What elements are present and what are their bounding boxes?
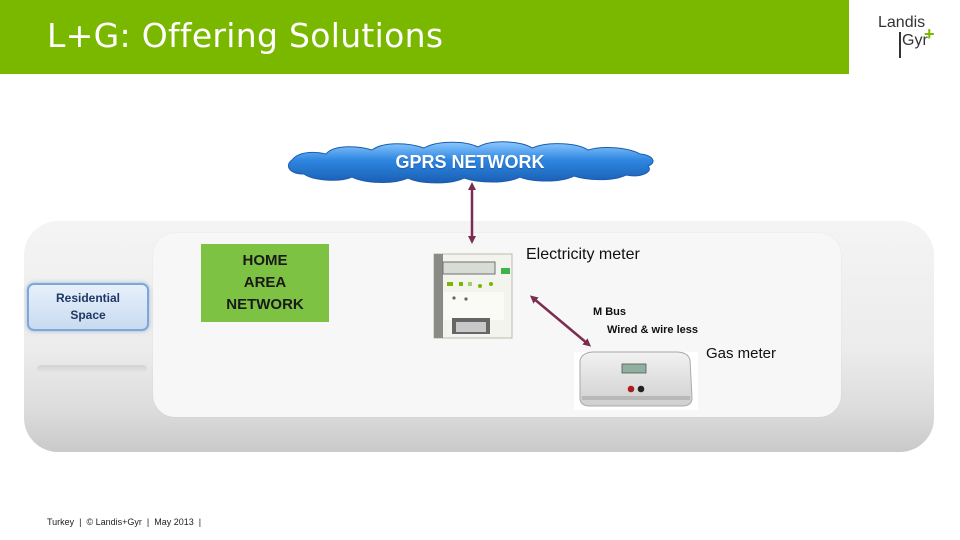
electricity-meter-icon: [433, 253, 513, 339]
gas-meter-icon: [574, 351, 698, 410]
page-title: L+G: Offering Solutions: [47, 16, 444, 55]
residential-space-label: Residential Space: [27, 283, 149, 331]
landis-gyr-logo: Landis Gyr +: [872, 12, 942, 62]
logo-bar: [899, 32, 901, 58]
wired-wireless-label: Wired & wire less: [607, 324, 698, 336]
mbus-label: M Bus: [593, 306, 626, 318]
logo-text-landis: Landis: [878, 14, 926, 31]
header-bar: [0, 0, 849, 74]
mbus-arrow: [529, 295, 592, 347]
electricity-meter-label: Electricity meter: [526, 246, 640, 263]
gprs-network-label: GPRS NETWORK: [395, 152, 545, 172]
logo-plus: +: [924, 24, 935, 44]
logo-text-gyr: Gyr: [902, 32, 928, 49]
footer-text: Turkey | © Landis+Gyr | May 2013 |: [47, 517, 202, 527]
gas-meter-label: Gas meter: [706, 345, 777, 362]
gprs-cloud: [288, 141, 654, 184]
home-area-network-box: HOME AREA NETWORK: [201, 244, 329, 322]
residential-reflection: [37, 365, 147, 373]
